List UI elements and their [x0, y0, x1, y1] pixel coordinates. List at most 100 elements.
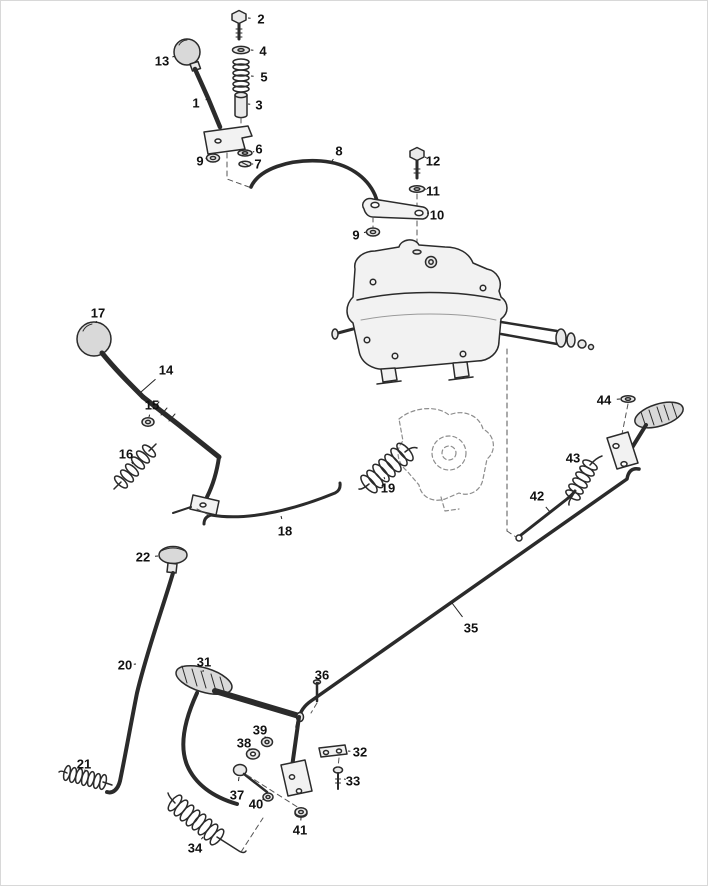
callout-7: 7 [252, 157, 262, 172]
shifter-bracket [203, 125, 253, 155]
part-number-10: 10 [430, 208, 444, 223]
callout-38: 38 [237, 736, 251, 751]
part-number-1: 1 [192, 96, 199, 111]
callout-40: 40 [249, 797, 265, 812]
leader-line-36 [317, 681, 320, 685]
callout-41: 41 [293, 817, 307, 838]
callout-20: 20 [118, 658, 137, 673]
callout-33: 33 [343, 774, 360, 789]
callout-layer: 2453131679812111091714151619184443422235… [77, 12, 621, 856]
ghost-bracket [397, 408, 494, 512]
part-number-21: 21 [77, 757, 91, 772]
bracket-32 [318, 744, 348, 758]
callout-39: 39 [253, 723, 267, 739]
leader-line-39 [264, 736, 267, 739]
pedal-assembly-31 [175, 664, 313, 806]
callout-1: 1 [192, 96, 209, 111]
leader-line-9 [363, 231, 367, 234]
spring-34 [167, 792, 247, 854]
washer-11 [408, 185, 426, 193]
callout-22: 22 [136, 550, 159, 565]
washer-38 [245, 748, 261, 760]
callout-5: 5 [250, 70, 268, 85]
knob-17 [76, 321, 112, 357]
leader-line-43 [579, 468, 583, 472]
part-number-3: 3 [255, 98, 262, 113]
callout-15: 15 [145, 398, 159, 418]
spacer-3 [234, 91, 248, 119]
lever-14 [99, 350, 222, 516]
leader-line-13 [172, 55, 176, 58]
leader-line-34 [200, 836, 204, 840]
transaxle [331, 239, 595, 385]
part-number-38: 38 [237, 736, 251, 751]
leader-line-19 [383, 476, 386, 480]
part-number-40: 40 [249, 797, 263, 812]
part-number-19: 19 [381, 481, 395, 496]
part-number-39: 39 [253, 723, 267, 738]
part-number-9: 9 [196, 154, 203, 169]
part-number-16: 16 [119, 447, 133, 462]
rod-42 [515, 489, 577, 542]
washer-39 [260, 736, 274, 748]
rod-18 [202, 481, 342, 526]
spring-43 [565, 455, 603, 506]
nut-40 [262, 792, 274, 802]
nut-9a [205, 153, 221, 163]
callout-4: 4 [250, 44, 267, 59]
part-number-14: 14 [159, 363, 174, 378]
bolt-37 [232, 763, 269, 794]
part-number-43: 43 [566, 451, 580, 466]
part-number-31: 31 [197, 655, 211, 670]
spring-19 [358, 442, 418, 494]
part-number-18: 18 [278, 524, 292, 539]
part-number-5: 5 [260, 70, 267, 85]
part-number-41: 41 [293, 823, 307, 838]
callout-44: 44 [597, 393, 621, 408]
callout-2: 2 [247, 12, 265, 27]
part-number-9: 9 [352, 228, 359, 243]
callout-34: 34 [188, 836, 204, 856]
part-number-34: 34 [188, 841, 203, 856]
washer-6 [237, 149, 253, 157]
callout-37: 37 [230, 776, 244, 803]
callout-19: 19 [381, 476, 395, 496]
leader-line-38 [248, 748, 251, 751]
leader-line-1 [205, 98, 209, 101]
nut-41 [294, 807, 308, 818]
callout-31: 31 [197, 655, 211, 673]
leader-line-37 [238, 776, 240, 782]
lock-washer-7 [238, 160, 252, 168]
rod-8 [249, 158, 381, 208]
callout-17: 17 [91, 306, 105, 324]
part-number-33: 33 [346, 774, 360, 789]
leader-line-18 [280, 515, 283, 520]
callout-16: 16 [119, 447, 134, 465]
washer-15 [141, 417, 155, 427]
leader-line-35 [451, 602, 463, 618]
leader-line-40 [262, 798, 265, 801]
washer-4 [231, 45, 251, 55]
part-number-32: 32 [353, 745, 367, 760]
diagram-artwork [58, 9, 684, 854]
lever-20 [105, 571, 175, 795]
spring-16 [113, 443, 157, 490]
leader-line-8 [331, 158, 334, 162]
bolt-12 [409, 146, 425, 180]
lever-1 [192, 66, 223, 130]
part-number-7: 7 [254, 157, 261, 172]
callout-14: 14 [140, 363, 174, 393]
callout-12: 12 [424, 154, 440, 169]
part-number-6: 6 [255, 142, 262, 157]
rod-35 [295, 466, 641, 729]
part-number-15: 15 [145, 398, 159, 413]
screw-33 [332, 766, 344, 790]
callout-11: 11 [424, 184, 440, 199]
leader-line-15 [148, 414, 151, 418]
callout-35: 35 [451, 602, 478, 636]
spring-5 [232, 58, 250, 93]
callout-6: 6 [252, 142, 263, 157]
callout-21: 21 [77, 757, 91, 772]
callout-10: 10 [426, 208, 444, 223]
